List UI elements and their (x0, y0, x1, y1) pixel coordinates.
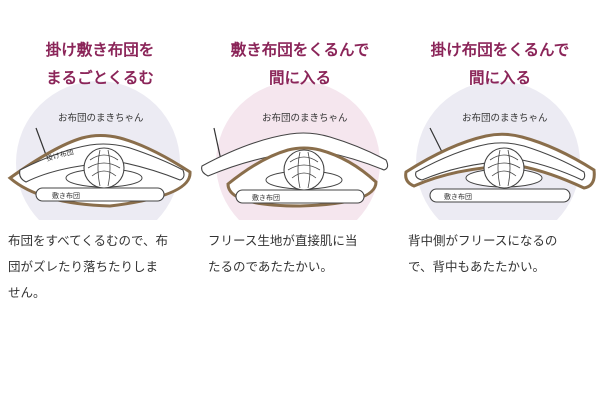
caption-line: 布団をすべてくるむので、布 (8, 228, 194, 254)
caption-line: 団がズレたり落ちたりしま (8, 254, 194, 280)
caption-line: フリース生地が直接肌に当 (208, 228, 394, 254)
title-line-1: 掛け敷き布団を (0, 36, 200, 64)
head-illustration (284, 150, 324, 190)
title-line-1: 敷き布団をくるんで (200, 36, 400, 64)
head-illustration (484, 148, 524, 188)
caption-line: せん。 (8, 280, 194, 306)
head-illustration (84, 148, 124, 188)
caption-line: 背中側がフリースになるの (408, 228, 594, 254)
panel-2: お布団のまきちゃん 敷き布団 敷き布団をくるんで 間に入る フリース生地が直接肌… (200, 0, 400, 401)
title-line-1: 掛け布団をくるんで (400, 36, 600, 64)
title-line-2: まるごとくるむ (0, 64, 200, 92)
cover-label: お布団のまきちゃん (462, 112, 548, 124)
panel-caption: 背中側がフリースになるの で、背中もあたたかい。 (408, 228, 594, 280)
cover-label: お布団のまきちゃん (58, 112, 144, 124)
shiki-label: 敷き布団 (444, 192, 472, 201)
shiki-label: 敷き布団 (252, 193, 280, 202)
title-line-2: 間に入る (200, 64, 400, 92)
caption-line: たるのであたたかい。 (208, 254, 394, 280)
panel-3: お布団のまきちゃん 敷き布団 掛け布団をくるんで 間に入る 背中側がフリースにな… (400, 0, 600, 401)
panel-caption: フリース生地が直接肌に当 たるのであたたかい。 (208, 228, 394, 280)
panel-caption: 布団をすべてくるむので、布 団がズレたり落ちたりしま せん。 (8, 228, 194, 306)
panel-1: お布団のまきちゃん 掛け布団 敷き布団 掛け敷き布団を まるごとくるむ 布団をす… (0, 0, 200, 401)
caption-line: で、背中もあたたかい。 (408, 254, 594, 280)
shiki-label: 敷き布団 (52, 191, 80, 200)
title-line-2: 間に入る (400, 64, 600, 92)
cover-label: お布団のまきちゃん (262, 112, 348, 124)
